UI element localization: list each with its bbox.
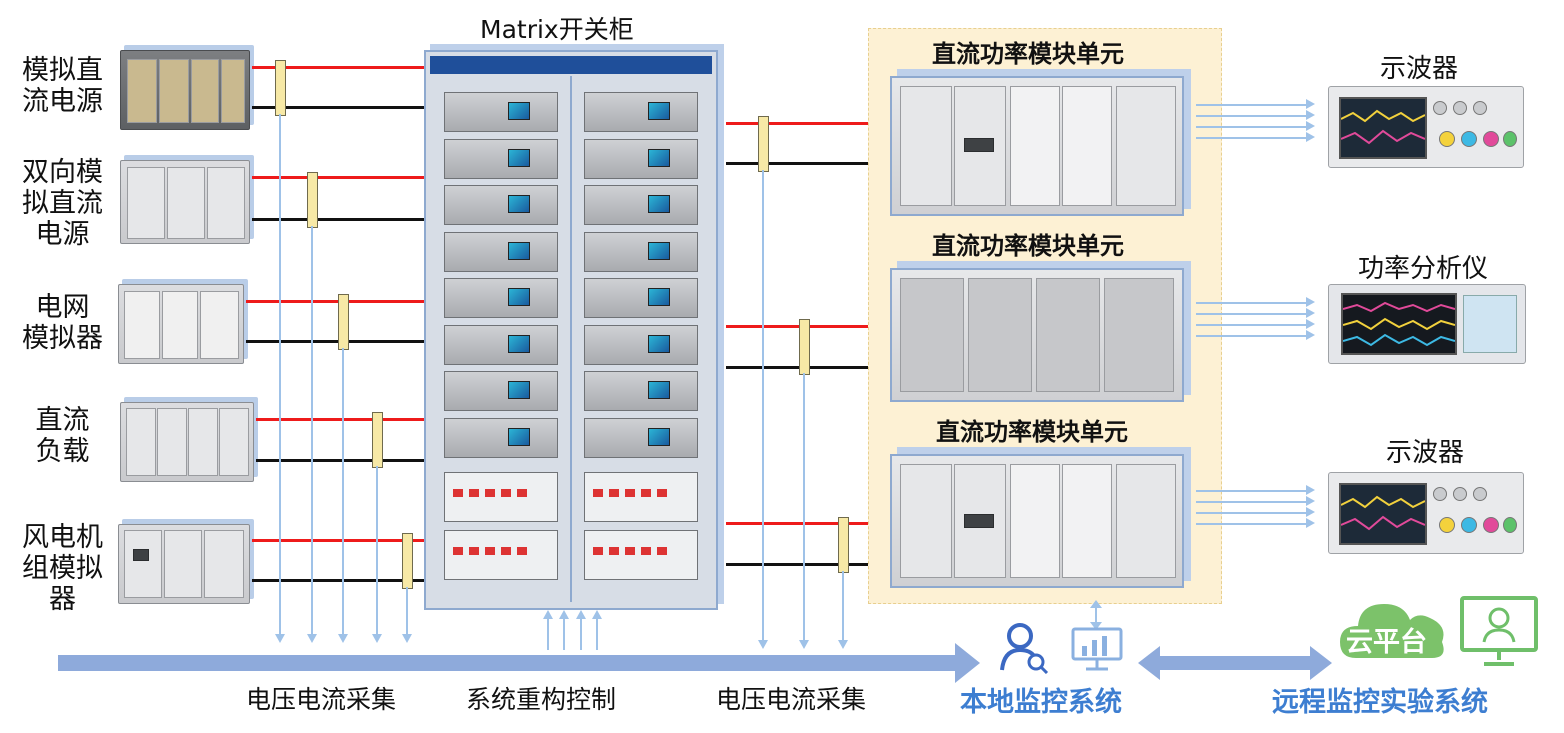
power-supply-module <box>444 371 558 411</box>
oscilloscope-icon <box>1328 86 1524 168</box>
power-supply-module <box>584 92 698 132</box>
monitor-chart-icon <box>1071 627 1123 671</box>
power-analyzer-icon <box>1328 284 1526 364</box>
power-unit-cabinet-2 <box>890 268 1184 402</box>
local-monitoring-label: 本地监控系统 <box>960 687 1122 718</box>
positive-wire-1 <box>252 66 424 69</box>
unit-positive-wire-3 <box>726 522 890 525</box>
operator-icon <box>1000 623 1049 674</box>
positive-wire-3 <box>246 300 424 303</box>
power-supply-module <box>444 231 558 272</box>
power-supply-module <box>444 138 558 179</box>
negative-wire-4 <box>256 459 424 462</box>
power-unit-title-1: 直流功率模块单元 <box>932 40 1124 68</box>
remote-monitoring-label: 远程监控实验系统 <box>1272 687 1488 718</box>
voltage-current-acquisition-label-left: 电压电流采集 <box>246 685 397 714</box>
switch-cabinet-title: Matrix开关柜 <box>480 15 634 44</box>
dc-source-cabinet-icon <box>120 50 250 130</box>
power-supply-module <box>444 278 558 318</box>
source-label-4: 直流 负载 <box>35 405 90 467</box>
power-supply-module <box>584 138 698 179</box>
negative-wire-1 <box>252 106 424 109</box>
power-supply-module <box>584 185 698 225</box>
power-supply-module <box>584 231 698 272</box>
matrix-switch-cabinet <box>424 50 718 610</box>
negative-wire-5 <box>252 579 424 582</box>
unit-negative-wire-1 <box>726 162 890 165</box>
remote-user-monitor-icon <box>1460 596 1538 666</box>
power-supply-module <box>584 417 698 458</box>
system-reconfiguration-control-label: 系统重构控制 <box>466 685 617 714</box>
breaker-panel <box>444 530 558 580</box>
power-supply-module <box>444 417 558 458</box>
breaker-panel <box>444 472 558 522</box>
cloud-icon <box>1340 604 1444 658</box>
negative-wire-3 <box>246 340 424 343</box>
breaker-panel <box>584 472 698 522</box>
source-label-2: 双向模 拟直流 电源 <box>22 157 103 250</box>
source-label-3: 电网 模拟器 <box>22 292 103 354</box>
grid-simulator-cabinet-icon <box>118 284 244 364</box>
power-supply-module <box>444 92 558 132</box>
positive-wire-5 <box>252 539 424 542</box>
power-supply-module <box>584 278 698 318</box>
power-unit-title-2: 直流功率模块单元 <box>932 232 1124 260</box>
power-unit-cabinet-1 <box>890 76 1184 216</box>
positive-wire-4 <box>256 418 424 421</box>
cloud-platform-label: 云平台 <box>1346 627 1427 658</box>
negative-wire-2 <box>252 218 424 221</box>
power-unit-title-3: 直流功率模块单元 <box>936 418 1128 446</box>
local-remote-link-arrow <box>1138 646 1332 680</box>
bidirectional-source-cabinet-icon <box>120 160 250 244</box>
positive-wire-2 <box>252 176 424 179</box>
voltage-current-acquisition-label-right: 电压电流采集 <box>716 685 867 714</box>
wind-turbine-simulator-cabinet-icon <box>118 524 250 604</box>
oscilloscope-icon <box>1328 472 1524 554</box>
instrument-label-1: 示波器 <box>1380 54 1459 84</box>
breaker-panel <box>584 530 698 580</box>
dc-load-cabinet-icon <box>120 402 254 482</box>
power-supply-module <box>584 371 698 411</box>
source-label-5: 风电机 组模拟 器 <box>22 522 103 615</box>
unit-positive-wire-1 <box>726 122 890 125</box>
source-label-1: 模拟直 流电源 <box>22 55 103 117</box>
power-supply-module <box>444 185 558 225</box>
instrument-label-3: 示波器 <box>1386 438 1465 468</box>
power-supply-module <box>584 324 698 365</box>
instrument-label-2: 功率分析仪 <box>1358 254 1489 284</box>
power-unit-cabinet-3 <box>890 454 1184 588</box>
power-supply-module <box>444 324 558 365</box>
unit-negative-wire-3 <box>726 563 890 566</box>
